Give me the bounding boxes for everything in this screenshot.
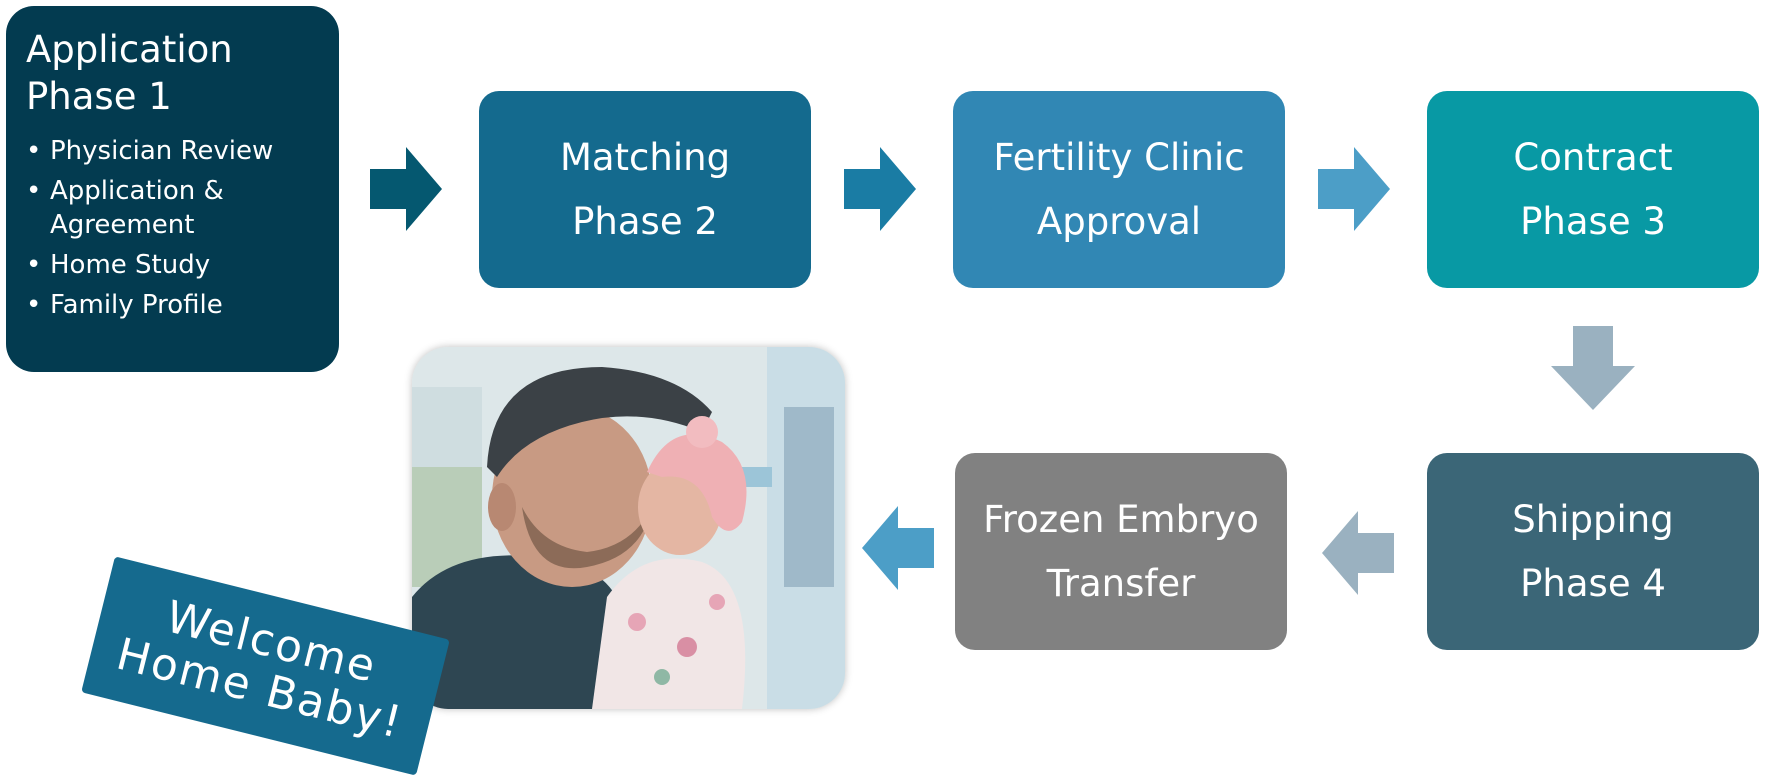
bullet-icon: •	[26, 250, 42, 280]
list-item: •Family Profile	[26, 290, 223, 320]
photo-illustration	[412, 347, 845, 709]
contract-phase3-box: Contract Phase 3	[1427, 91, 1759, 288]
arrow-left-icon	[862, 506, 934, 590]
shipping-label: Shipping	[1512, 497, 1674, 541]
application-phase1-box: Application Phase 1 •Physician Review •A…	[6, 6, 339, 372]
arrow-down-icon	[1551, 326, 1635, 410]
fertility-label: Fertility Clinic	[993, 135, 1245, 179]
shipping-phase-label: Phase 4	[1520, 561, 1666, 605]
matching-phase2-box: Matching Phase 2	[479, 91, 811, 288]
arrow-right-icon	[370, 147, 442, 231]
bullet-icon: •	[26, 136, 42, 166]
list-item: •Application & Agreement	[26, 176, 224, 240]
fertility-approval-label: Approval	[1036, 199, 1202, 243]
frozen-embryo-transfer-box: Frozen Embryo Transfer	[955, 453, 1287, 650]
bullet-icon: •	[26, 176, 42, 206]
phase1-title-line2: Phase 1	[26, 75, 172, 118]
arrow-left-icon	[1322, 511, 1394, 595]
phase1-title-line1: Application	[26, 28, 233, 71]
shipping-phase4-box: Shipping Phase 4	[1427, 453, 1759, 650]
frozen-embryo-label: Frozen Embryo	[983, 497, 1259, 541]
phase1-bullet-list: •Physician Review •Application & Agreeme…	[26, 134, 329, 322]
contract-label: Contract	[1513, 135, 1673, 179]
matching-label: Matching	[559, 135, 731, 179]
father-baby-photo	[412, 347, 845, 709]
contract-phase-label: Phase 3	[1520, 199, 1666, 243]
bullet-icon: •	[26, 290, 42, 320]
list-item: •Physician Review	[26, 136, 274, 166]
fertility-clinic-approval-box: Fertility Clinic Approval	[953, 91, 1285, 288]
welcome-home-baby-banner: Welcome Home Baby!	[81, 556, 450, 776]
list-item: •Home Study	[26, 250, 211, 280]
transfer-label: Transfer	[1046, 561, 1196, 605]
arrow-right-icon	[844, 147, 916, 231]
matching-phase-label: Phase 2	[572, 199, 718, 243]
phase1-title: Application Phase 1	[26, 26, 329, 120]
arrow-right-icon	[1318, 147, 1390, 231]
